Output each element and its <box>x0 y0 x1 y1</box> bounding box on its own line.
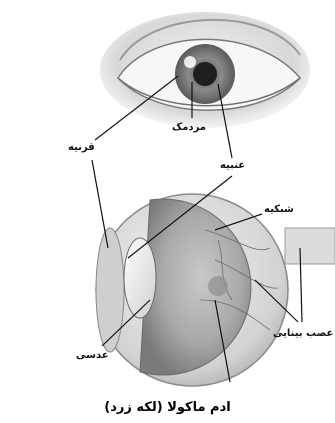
label-pupil: مردمک <box>172 122 206 133</box>
external-eye <box>100 12 310 128</box>
lens-shape <box>124 238 156 318</box>
label-iris: عنبیه <box>220 160 245 171</box>
label-retina: شبکیه <box>264 204 294 215</box>
macula <box>208 276 228 296</box>
optic-nerve-shape <box>285 228 335 264</box>
figure-caption: ادم ماکولا (لکه زرد) <box>0 400 335 415</box>
cornea-ring <box>96 228 124 352</box>
leader-cornea-section <box>92 160 108 248</box>
label-optic-nerve: عصب بینایی <box>273 328 333 339</box>
eye-highlight <box>184 56 196 68</box>
label-lens: عدسی <box>76 350 109 361</box>
label-cornea: قرنیه <box>68 142 95 153</box>
eyeball-cross-section <box>96 194 335 386</box>
pupil <box>193 62 217 86</box>
